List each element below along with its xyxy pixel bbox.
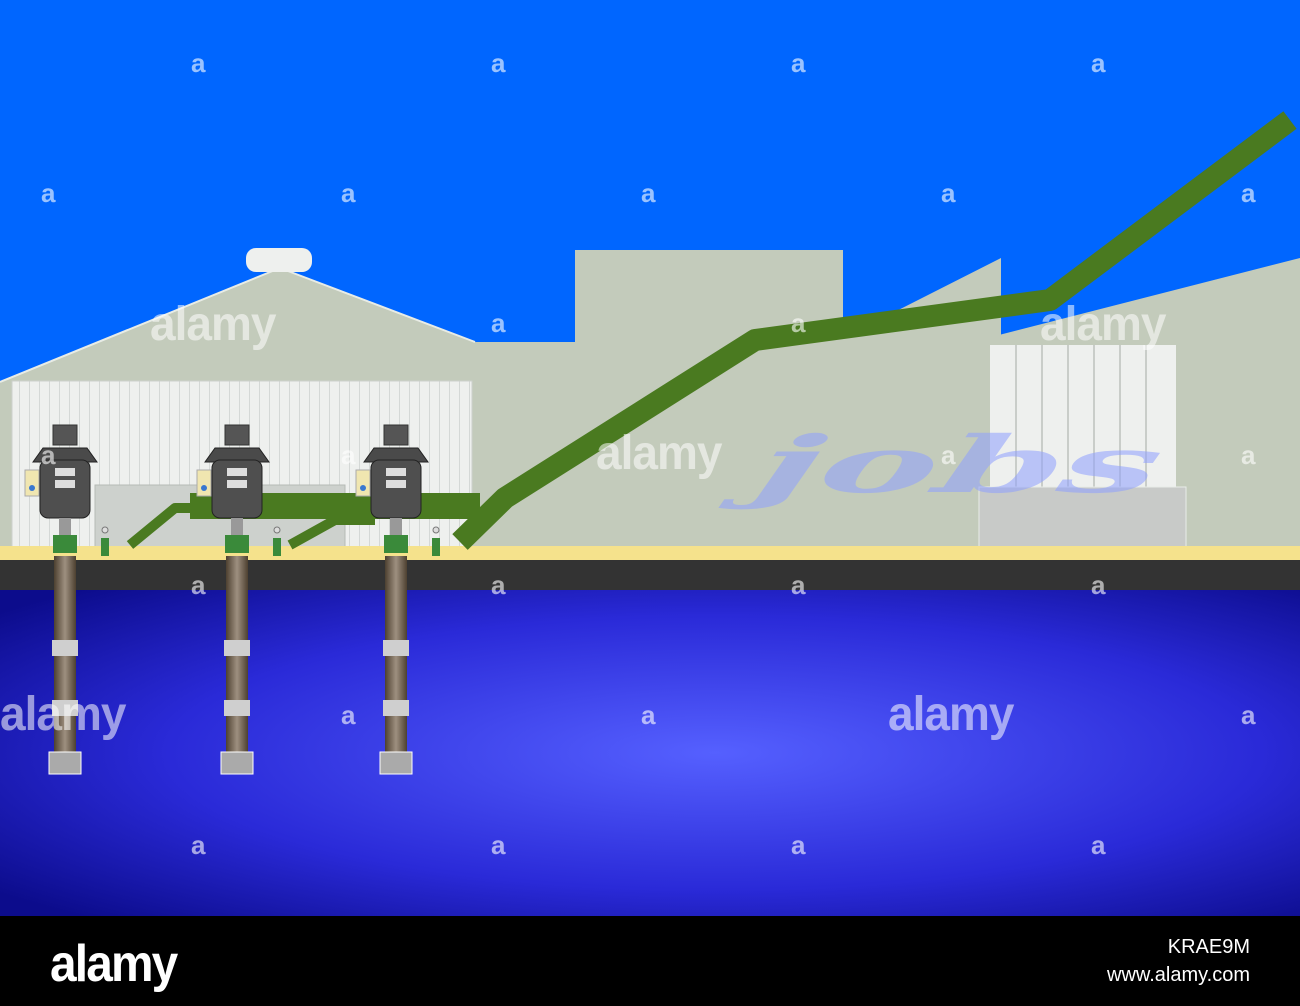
pump-motor-icon — [363, 424, 429, 553]
roof-vent — [246, 248, 312, 272]
water — [0, 590, 1300, 916]
footer-logo: alamy — [50, 935, 178, 993]
watermark-letter: a — [491, 308, 506, 338]
watermark-brand: alamy — [888, 685, 1014, 741]
image-id: KRAE9M — [1167, 936, 1250, 958]
watermark-letter: a — [1241, 700, 1256, 730]
industrial-scene: jobs — [0, 0, 1300, 916]
watermark-brand: alamy — [596, 424, 722, 480]
watermark-letter: a — [1241, 440, 1256, 470]
watermark-letter: a — [341, 440, 356, 470]
watermark-letter: a — [491, 570, 506, 600]
watermark-letter: a — [941, 178, 956, 208]
watermark-brand: alamy — [0, 685, 126, 741]
watermark-letter: a — [791, 830, 806, 860]
well-casing-icon — [379, 556, 413, 775]
control-panel-icon — [355, 469, 371, 497]
well-casing-icon — [48, 556, 82, 775]
ground-strip — [0, 546, 1300, 560]
watermark-letter: a — [191, 570, 206, 600]
control-panel-icon — [24, 469, 40, 497]
svg-text:jobs: jobs — [716, 419, 1196, 511]
watermark-letter: a — [1091, 570, 1106, 600]
watermark-letter: a — [41, 440, 56, 470]
watermark-letter: a — [491, 830, 506, 860]
pump-station-1 — [24, 424, 109, 775]
watermark-letter: a — [341, 700, 356, 730]
watermark-letter: a — [1091, 830, 1106, 860]
footer-bar: alamy KRAE9M www.alamy.com — [0, 916, 1300, 1006]
watermark-letter: a — [791, 48, 806, 78]
watermark-letter: a — [341, 178, 356, 208]
watermark-letter: a — [641, 700, 656, 730]
control-panel-icon — [196, 469, 212, 497]
pump-motor-icon — [204, 424, 270, 553]
watermark-letter: a — [41, 178, 56, 208]
watermark-letter: a — [191, 48, 206, 78]
watermark-letter: a — [191, 830, 206, 860]
jobs-shadow: jobs — [716, 419, 1196, 511]
road — [0, 560, 1300, 590]
valve-icon — [432, 526, 440, 556]
valve-icon — [101, 526, 109, 556]
watermark-letter: a — [641, 178, 656, 208]
watermark-letter: a — [941, 440, 956, 470]
valve-icon — [273, 526, 281, 556]
well-casing-icon — [220, 556, 254, 775]
watermark-brand: alamy — [1040, 295, 1166, 351]
footer-url[interactable]: www.alamy.com — [1107, 964, 1250, 986]
watermark-letter: a — [791, 570, 806, 600]
watermark-letter: a — [491, 48, 506, 78]
storage-tanks — [978, 345, 1187, 549]
watermark-letter: a — [1091, 48, 1106, 78]
pump-motor-icon — [32, 424, 98, 553]
pump-station-2 — [196, 424, 281, 775]
watermark-letter: a — [791, 308, 806, 338]
watermark-letter: a — [1241, 178, 1256, 208]
pump-station-3 — [355, 424, 440, 775]
watermark-brand: alamy — [150, 295, 276, 351]
